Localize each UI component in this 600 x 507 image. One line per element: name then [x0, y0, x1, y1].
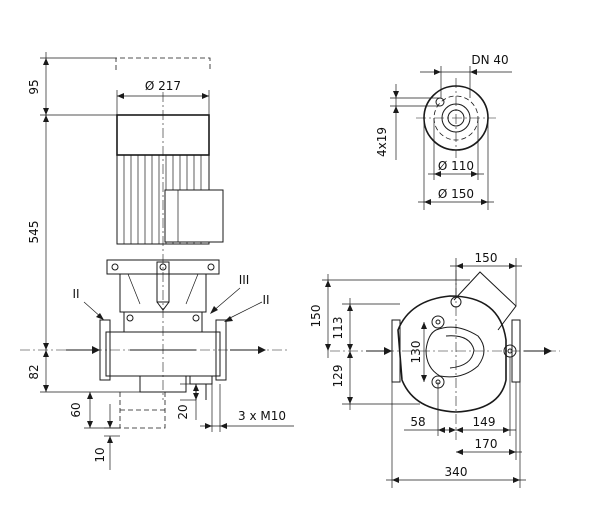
dim-340: 340 [386, 382, 526, 488]
dim-20: 20 [176, 383, 199, 420]
support-foot [119, 392, 166, 429]
dim-217: Ø 217 [116, 79, 210, 115]
dim-95: 95 [27, 52, 117, 121]
dim-149: 149 [456, 357, 516, 436]
dim-150-top: 150 [450, 251, 522, 306]
dim-150-flange: Ø 150 [418, 118, 494, 210]
flange-view: DN 40 4x19 Ø 110 Ø 150 [375, 53, 512, 210]
dim-150-top-label: 150 [475, 251, 498, 265]
callout-left-flange: II [72, 287, 104, 320]
dim-130-label: 130 [409, 341, 423, 364]
dim-217-label: Ø 217 [145, 79, 181, 93]
dim-113-label: 113 [331, 317, 345, 340]
motor-clearance-outline [115, 57, 211, 70]
dim-129: 129 [331, 351, 420, 410]
flange-hole [435, 97, 445, 107]
dim-82-label: 82 [27, 364, 41, 379]
dim-149-label: 149 [473, 415, 496, 429]
dim-58-label: 58 [410, 415, 425, 429]
dim-150-upper: 150 [309, 274, 470, 358]
front-view: 95 Ø 217 545 82 [20, 52, 294, 470]
callout-right-flange: II [224, 293, 270, 322]
housing-outline [397, 295, 507, 413]
top-view: 150 150 113 129 [309, 251, 560, 488]
dim-130: 130 [409, 322, 427, 382]
dim-95-label: 95 [27, 79, 41, 94]
dim-110: Ø 110 [428, 118, 484, 180]
dim-58: 58 [404, 382, 460, 436]
dim-10-label: 10 [93, 447, 107, 462]
terminal-box [164, 189, 224, 243]
callout-left-flange-label: II [72, 287, 79, 301]
dim-60: 60 [69, 392, 120, 429]
dim-150-flange-label: Ø 150 [438, 187, 474, 201]
dim-10: 10 [93, 404, 120, 470]
dim-dn40: DN 40 [420, 53, 512, 98]
dim-20-label: 20 [176, 404, 190, 419]
dim-170-label: 170 [475, 437, 498, 451]
callout-port-label: III [239, 273, 250, 287]
dim-545-label: 545 [27, 221, 41, 244]
dim-113: 113 [331, 298, 400, 358]
callout-port: III [210, 273, 249, 314]
dim-holes: 4x19 [375, 84, 440, 160]
terminal-box-top [453, 271, 517, 331]
dim-129-label: 129 [331, 365, 345, 388]
dim-dn40-label: DN 40 [471, 53, 508, 67]
dim-170: 170 [456, 382, 522, 460]
dim-110-label: Ø 110 [438, 159, 474, 173]
dim-340-label: 340 [445, 465, 468, 479]
dim-150-upper-label: 150 [309, 305, 323, 328]
callout-right-flange-label: II [262, 293, 269, 307]
volute [425, 326, 485, 378]
dim-holes-label: 4x19 [375, 127, 389, 157]
dim-bolts: 3 x M10 [200, 384, 294, 432]
dim-545: 545 [27, 115, 49, 350]
dim-60-label: 60 [69, 402, 83, 417]
dim-82: 82 [27, 350, 140, 393]
dim-bolts-label: 3 x M10 [238, 409, 286, 423]
